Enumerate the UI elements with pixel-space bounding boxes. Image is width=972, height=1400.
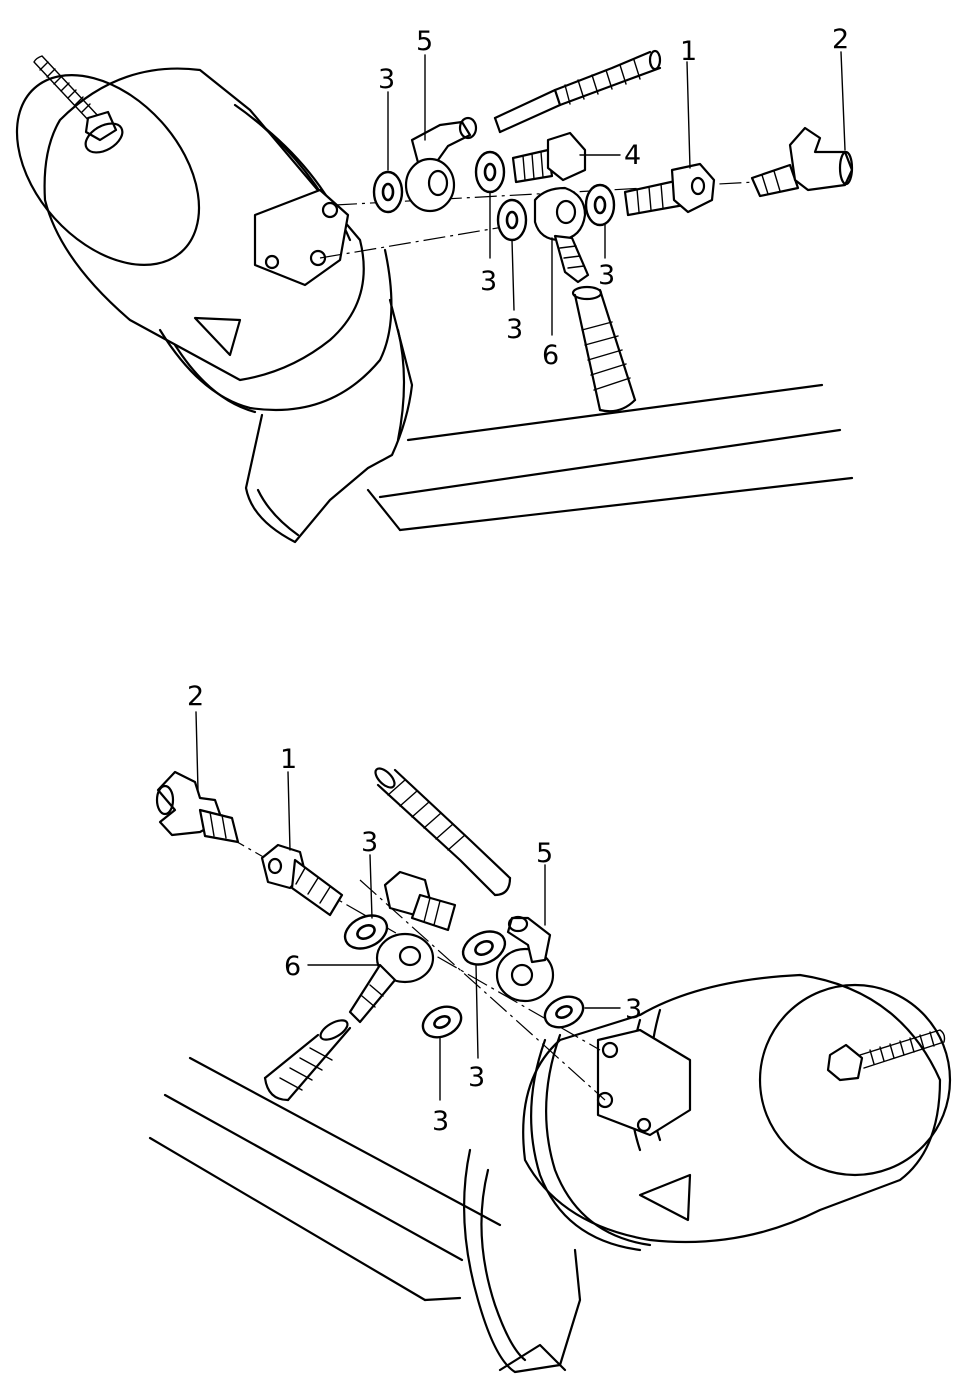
vacuum-hose-bottom-lower xyxy=(263,1019,352,1102)
callout-t3b: 3 xyxy=(480,266,497,297)
hollow-bolt-top xyxy=(623,162,716,217)
wing-nut-top xyxy=(750,126,854,198)
sealing-washer-bottom-a xyxy=(343,914,389,950)
bracket-top xyxy=(244,298,414,544)
sealing-washer-bottom-b xyxy=(461,930,507,966)
callout-b6: 6 xyxy=(284,951,301,982)
sealing-washer-bottom-d xyxy=(543,995,585,1029)
frame-rail-top xyxy=(366,383,854,532)
banjo-fitting-top xyxy=(533,186,590,284)
vacuum-actuator-top xyxy=(15,55,393,414)
banjo-bolt-bottom xyxy=(383,870,457,932)
sealing-washer-top-d xyxy=(584,183,616,227)
vacuum-hose-top-lower xyxy=(571,285,637,413)
leaders-top xyxy=(387,51,846,336)
vacuum-actuator-bottom xyxy=(522,973,952,1252)
sealing-washer-bottom-c xyxy=(421,1005,463,1039)
vacuum-hose-bottom-upper xyxy=(374,767,512,897)
sealing-washer-top-b xyxy=(474,150,506,194)
callout-t6: 6 xyxy=(542,340,559,371)
frame-rail-bottom xyxy=(148,1056,502,1302)
sealing-washer-top-c xyxy=(496,198,528,242)
callout-t5: 5 xyxy=(416,26,433,57)
callout-t4: 4 xyxy=(624,140,641,171)
callout-b3d: 3 xyxy=(625,994,642,1025)
callout-b2: 2 xyxy=(187,681,204,712)
callout-t2: 2 xyxy=(832,24,849,55)
callout-t1: 1 xyxy=(680,36,697,67)
banjo-fitting-bottom xyxy=(348,932,435,1024)
leaders-bottom xyxy=(195,711,621,1101)
callout-t3c: 3 xyxy=(506,314,523,345)
callouts-top: 3 5 1 2 4 3 3 3 6 xyxy=(378,24,849,371)
bottom-view: 2 1 3 5 6 3 3 3 xyxy=(148,681,952,1374)
elbow-connector-bottom xyxy=(495,915,555,1003)
sealing-washer-top-a xyxy=(372,170,404,214)
callouts-bottom: 2 1 3 5 6 3 3 3 xyxy=(187,681,642,1137)
callout-b1: 1 xyxy=(280,744,297,775)
elbow-connector-top xyxy=(404,116,478,213)
callout-b3c: 3 xyxy=(432,1106,449,1137)
callout-t3d: 3 xyxy=(598,260,615,291)
callout-b5: 5 xyxy=(536,838,553,869)
hollow-bolt-bottom xyxy=(260,843,344,917)
banjo-bolt-top xyxy=(511,131,587,184)
callout-b3b: 3 xyxy=(468,1062,485,1093)
wing-nut-bottom xyxy=(155,770,240,844)
bracket-bottom xyxy=(462,1148,582,1374)
callout-b3a: 3 xyxy=(361,827,378,858)
top-view: 3 5 1 2 4 3 3 3 6 xyxy=(15,24,854,544)
callout-t3a: 3 xyxy=(378,64,395,95)
vacuum-hose-top-upper xyxy=(493,49,662,134)
